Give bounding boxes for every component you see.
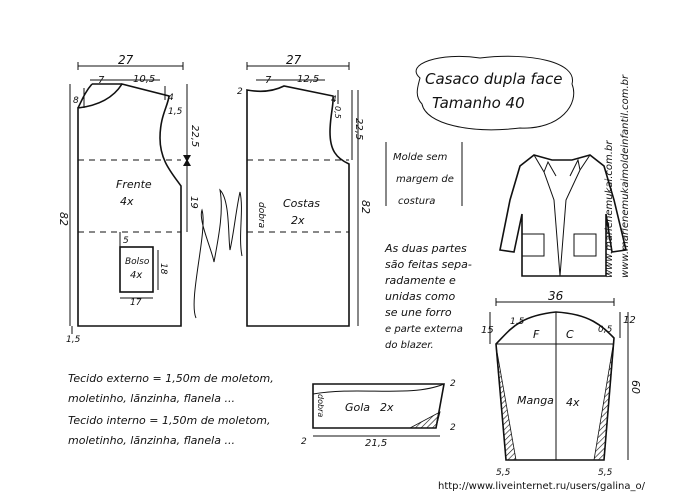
front-hem: 1,5 bbox=[66, 335, 81, 345]
collar-piece: dobra Gola 2x 2 2 2 21,5 bbox=[301, 379, 456, 449]
front-armhole-height: 22,5 bbox=[189, 125, 200, 147]
note-line-3: costura bbox=[398, 196, 435, 207]
note-box: Molde sem margem de costura bbox=[385, 142, 463, 207]
title-line-2: Tamanho 40 bbox=[432, 94, 525, 112]
assembly-line-5: se une forro bbox=[385, 306, 452, 319]
back-label: Costas bbox=[283, 197, 320, 210]
title-block: Casaco dupla face Tamanho 40 bbox=[415, 55, 575, 131]
sleeve-left-drop: 15 bbox=[481, 325, 494, 336]
back-armhole-width: 0,5 bbox=[333, 106, 342, 119]
collar-label: Gola bbox=[345, 401, 370, 414]
back-count: 2x bbox=[291, 214, 305, 227]
back-shoulder-drop: 4 bbox=[331, 95, 337, 105]
front-left-top: 7 bbox=[98, 75, 105, 86]
note-line-1: Molde sem bbox=[393, 152, 448, 163]
collar-right-bottom: 2 bbox=[450, 423, 456, 433]
website-2: www.marlenemukaimoldeinfantil.com.br bbox=[620, 74, 631, 278]
collar-left: 2 bbox=[301, 437, 307, 447]
coat-illustration bbox=[499, 154, 627, 277]
front-hip: 19 bbox=[188, 196, 199, 209]
back-neck-drop: 2 bbox=[237, 87, 243, 97]
assembly-line-6: e parte externa bbox=[385, 324, 463, 335]
fabric-line-1: Tecido externo = 1,50m de moletom, bbox=[68, 372, 274, 385]
sleeve-width: 36 bbox=[548, 289, 564, 303]
sleeve-hem-left: 5,5 bbox=[496, 468, 511, 478]
assembly-note: As duas partes são feitas sepa- radament… bbox=[384, 242, 472, 351]
assembly-line-7: do blazer. bbox=[385, 340, 434, 351]
sleeve-length: 60 bbox=[629, 380, 642, 394]
sleeve-label: Manga bbox=[517, 394, 554, 407]
front-neck-drop: 8 bbox=[73, 96, 79, 106]
signature-mark bbox=[193, 188, 243, 319]
assembly-line-1: As duas partes bbox=[384, 242, 467, 255]
front-shoulder-drop: 4 bbox=[168, 93, 174, 103]
front-count: 4x bbox=[120, 195, 134, 208]
pocket-top: 5 bbox=[123, 236, 129, 246]
website-1: www.marlenemukai.com.br bbox=[604, 140, 615, 278]
back-shoulder: 12,5 bbox=[297, 74, 319, 85]
front-length: 82 bbox=[57, 212, 70, 226]
pocket-label: Bolso bbox=[125, 257, 150, 267]
front-label: Frente bbox=[116, 178, 152, 191]
assembly-line-2: são feitas sepa- bbox=[385, 258, 472, 271]
front-armhole-width: 1,5 bbox=[168, 107, 183, 117]
front-piece: 27 7 10,5 8 4 1,5 22,5 19 82 1,5 bbox=[57, 53, 200, 345]
sleeve-hem-right: 5,5 bbox=[598, 468, 613, 478]
collar-fold: dobra bbox=[316, 394, 325, 417]
back-piece: 27 7 12,5 2 4 0,5 22,5 82 dobra Costas 2… bbox=[237, 53, 372, 327]
back-fold-label: dobra bbox=[256, 202, 266, 228]
collar-count: 2x bbox=[380, 401, 394, 414]
note-line-2: margem de bbox=[396, 174, 454, 185]
sleeve-cap-left: 1,5 bbox=[510, 317, 525, 327]
front-shoulder: 10,5 bbox=[133, 74, 155, 85]
back-left-top: 7 bbox=[265, 75, 272, 86]
back-top-width: 27 bbox=[286, 53, 302, 67]
pocket-count: 4x bbox=[130, 270, 142, 281]
fabric-notes: Tecido externo = 1,50m de moletom, molet… bbox=[68, 372, 274, 447]
assembly-line-3: radamente e bbox=[385, 274, 456, 287]
websites: www.marlenemukai.com.br www.marlenemukai… bbox=[604, 74, 631, 278]
pocket-piece: 5 Bolso 4x 18 17 bbox=[119, 232, 168, 308]
collar-width: 21,5 bbox=[365, 438, 387, 449]
sleeve-right-drop: 12 bbox=[623, 315, 636, 326]
pocket-height: 18 bbox=[158, 263, 168, 275]
back-length: 82 bbox=[359, 200, 372, 214]
fabric-line-2: moletinho, lãnzinha, flanela ... bbox=[68, 392, 235, 405]
sleeve-count: 4x bbox=[566, 396, 580, 409]
fabric-line-4: moletinho, lãnzinha, flanela ... bbox=[68, 434, 235, 447]
sleeve-cap-right: 0,5 bbox=[598, 325, 613, 335]
front-top-width: 27 bbox=[118, 53, 134, 67]
fabric-line-3: Tecido interno = 1,50m de moletom, bbox=[68, 414, 270, 427]
footer-url: http://www.liveinternet.ru/users/galina_… bbox=[438, 481, 646, 492]
title-line-1: Casaco dupla face bbox=[425, 70, 563, 88]
sleeve-back-label: C bbox=[566, 328, 574, 341]
assembly-line-4: unidas como bbox=[385, 290, 455, 303]
sleeve-front-label: F bbox=[533, 328, 540, 341]
pocket-width: 17 bbox=[130, 298, 142, 308]
sleeve-piece: 36 15 12 1,5 0,5 F C Manga 4x 60 5,5 5,5 bbox=[481, 289, 642, 478]
collar-right-top: 2 bbox=[450, 379, 456, 389]
